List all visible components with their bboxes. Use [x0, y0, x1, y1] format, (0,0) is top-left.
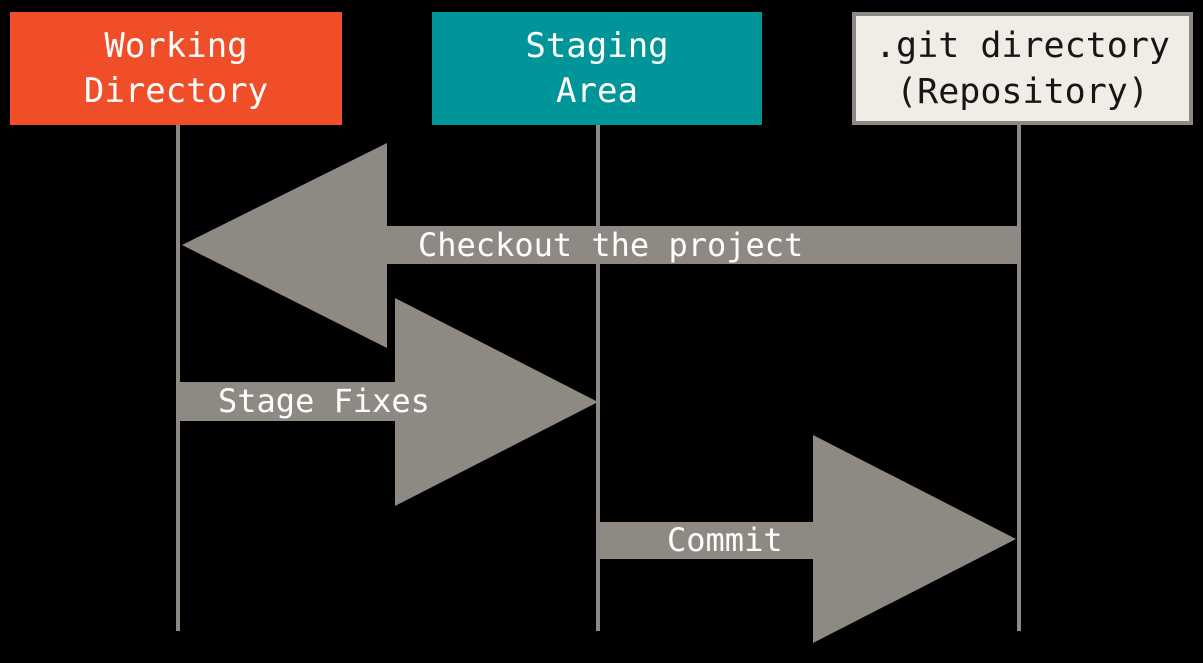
- git-directory-lifeline: [1017, 125, 1021, 631]
- commit-arrow-shaft: [598, 522, 813, 559]
- working-directory-label-line2: Directory: [83, 70, 269, 111]
- checkout-arrow-shaft: [387, 226, 1017, 264]
- stage-fixes-arrow-shaft: [180, 382, 395, 421]
- git-directory-label-line2: (Repository): [896, 71, 1149, 112]
- stage-fixes-arrowhead-right-icon: [395, 298, 598, 506]
- working-directory-lifeline: [176, 125, 180, 631]
- git-directory-box: .git directory (Repository): [852, 12, 1193, 125]
- checkout-arrow-label: Checkout the project: [418, 226, 804, 264]
- staging-area-lifeline: [596, 125, 600, 631]
- stage-fixes-arrow-label: Stage Fixes: [218, 382, 430, 420]
- staging-area-label-line1: Staging: [525, 25, 669, 66]
- git-directory-label-line1: .git directory: [874, 25, 1170, 66]
- checkout-arrowhead-left-icon: [182, 143, 387, 348]
- staging-area-label-line2: Area: [556, 70, 638, 111]
- staging-area-box: Staging Area: [432, 12, 762, 125]
- working-directory-label-line1: Working: [104, 25, 248, 66]
- working-directory-box: Working Directory: [10, 12, 342, 125]
- commit-arrowhead-right-icon: [813, 435, 1016, 643]
- commit-arrow-label: Commit: [667, 521, 783, 559]
